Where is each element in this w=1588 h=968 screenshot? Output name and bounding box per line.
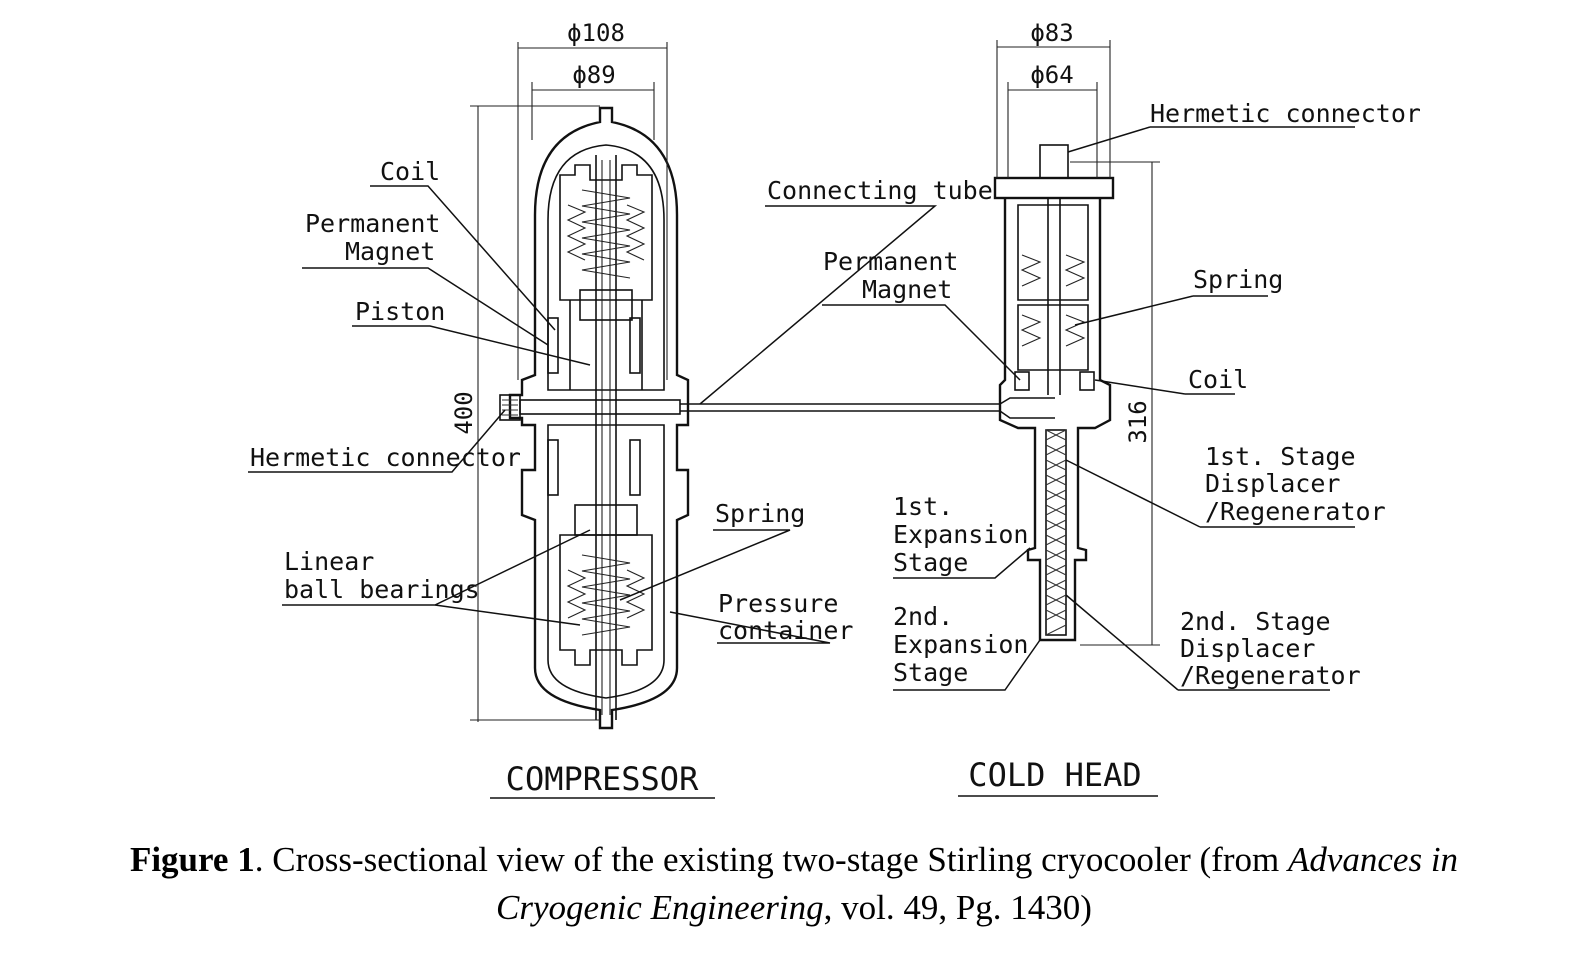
label-permanent-magnet-left-2: Magnet <box>345 237 435 266</box>
leader-lines <box>248 126 1355 691</box>
label-first-expansion-1: 1st. <box>893 492 953 521</box>
label-second-displacer-2: Displacer <box>1180 634 1315 663</box>
coldhead-height: 316 <box>1124 400 1152 443</box>
label-first-expansion-3: Stage <box>893 548 968 577</box>
caption-source-1: Advances in <box>1287 840 1459 879</box>
title-cold-head: COLD HEAD <box>968 756 1141 794</box>
label-second-expansion-3: Stage <box>893 658 968 687</box>
label-piston: Piston <box>355 297 445 326</box>
label-first-expansion-2: Expansion <box>893 520 1028 549</box>
label-linear-ball-bearings-2: ball bearings <box>284 575 480 604</box>
label-coil-right: Coil <box>1188 365 1248 394</box>
label-linear-ball-bearings-1: Linear <box>284 547 374 576</box>
caption-text-1: . Cross-sectional view of the existing t… <box>254 840 1288 879</box>
label-first-displacer-2: Displacer <box>1205 469 1340 498</box>
connecting-tube-drawing <box>680 397 1055 419</box>
compressor-drawing <box>499 106 690 730</box>
label-second-expansion-2: Expansion <box>893 630 1028 659</box>
coldhead-inner-diameter: ϕ64 <box>1030 61 1073 89</box>
label-pressure-container-1: Pressure <box>718 589 838 618</box>
compressor-height: 400 <box>450 391 478 434</box>
label-first-displacer-3: /Regenerator <box>1205 497 1386 526</box>
compressor-dimensions: ϕ108 ϕ89 400 <box>450 19 668 722</box>
title-compressor: COMPRESSOR <box>506 760 699 798</box>
figure-label: Figure 1 <box>129 840 255 879</box>
coldhead-dimensions: ϕ83 ϕ64 316 <box>996 19 1160 646</box>
figure-caption: Figure 1. Cross-sectional view of the ex… <box>0 836 1588 932</box>
label-second-displacer-1: 2nd. Stage <box>1180 607 1331 636</box>
label-hermetic-connector-right: Hermetic connector <box>1150 99 1421 128</box>
label-first-displacer-1: 1st. Stage <box>1205 442 1356 471</box>
label-connecting-tube: Connecting tube <box>767 176 993 205</box>
caption-text-2: , vol. 49, Pg. 1430) <box>823 888 1092 927</box>
cold-head-drawing <box>993 144 1115 642</box>
caption-source-2: Cryogenic Engineering <box>496 888 824 927</box>
compressor-inner-diameter: ϕ89 <box>572 61 615 89</box>
compressor-outer-diameter: ϕ108 <box>567 19 625 47</box>
section-titles: COMPRESSOR COLD HEAD <box>490 756 1158 799</box>
label-coil-left: Coil <box>380 157 440 186</box>
label-second-displacer-3: /Regenerator <box>1180 661 1361 690</box>
component-labels: Coil Permanent Magnet Piston Hermetic co… <box>250 99 1421 690</box>
label-permanent-magnet-left-1: Permanent <box>305 209 440 238</box>
label-spring-left: Spring <box>715 499 805 528</box>
label-second-expansion-1: 2nd. <box>893 602 953 631</box>
label-spring-right: Spring <box>1193 265 1283 294</box>
label-pressure-container-2: container <box>718 616 853 645</box>
label-hermetic-connector-left: Hermetic connector <box>250 443 521 472</box>
label-permanent-magnet-right-1: Permanent <box>823 247 958 276</box>
label-permanent-magnet-right-2: Magnet <box>862 275 952 304</box>
cryocooler-cross-section-diagram: ϕ108 ϕ89 400 ϕ83 ϕ64 316 <box>248 19 1421 799</box>
coldhead-outer-diameter: ϕ83 <box>1030 19 1073 47</box>
